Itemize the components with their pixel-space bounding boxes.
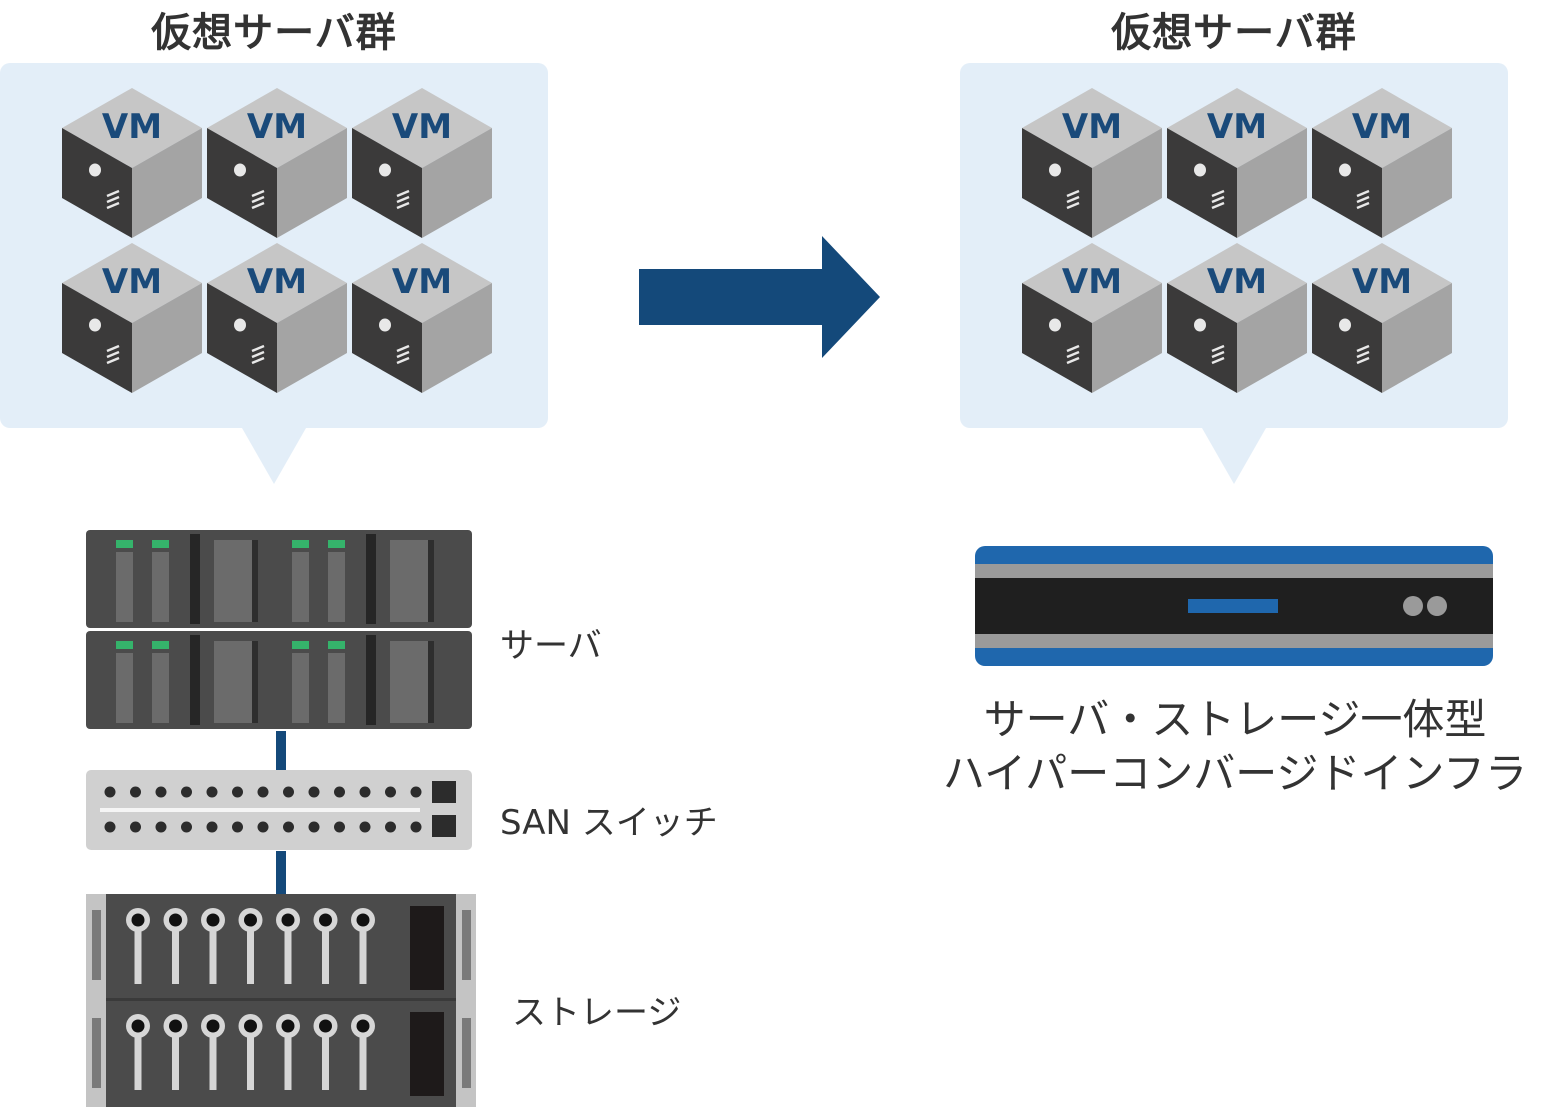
left-vm-label: VM xyxy=(392,262,452,302)
left-vm-label: VM xyxy=(247,107,307,147)
drive-handle xyxy=(163,908,188,984)
rack-server-icon xyxy=(86,530,472,729)
drive-handle xyxy=(238,1014,263,1090)
left-vm-label: VM xyxy=(102,107,162,147)
switch-port xyxy=(308,786,320,798)
switch-port xyxy=(181,821,192,833)
switch-port xyxy=(257,821,269,833)
server-switch-cable xyxy=(276,731,286,771)
drive-handle xyxy=(351,1014,375,1090)
left-vm-icon: VM xyxy=(352,88,492,238)
switch-port xyxy=(104,786,116,798)
left-vm-icon: VM xyxy=(207,88,347,238)
right-vm-label: VM xyxy=(1062,107,1122,147)
drive-handle xyxy=(126,908,150,984)
switch-port xyxy=(104,821,116,833)
right-vm-icon: VM xyxy=(1022,88,1162,238)
san-switch-icon xyxy=(86,770,472,850)
switch-port xyxy=(334,786,345,798)
switch-port xyxy=(206,821,218,833)
right-vm-label: VM xyxy=(1062,262,1122,302)
right-group-title: 仮想サーバ群 xyxy=(1111,10,1357,56)
left-vm-icon: VM xyxy=(207,243,347,393)
drive-handle xyxy=(201,1014,225,1090)
left-vm-icon: VM xyxy=(62,88,202,238)
right-vm-icon: VM xyxy=(1312,243,1452,393)
switch-label: SAN スイッチ xyxy=(500,803,718,843)
switch-port xyxy=(283,786,294,798)
left-bubble-tail xyxy=(242,428,306,484)
drive-handle xyxy=(313,1014,338,1090)
switch-port xyxy=(283,821,294,833)
hci-label-line2: ハイパーコンバージドインフラ xyxy=(942,749,1528,798)
switch-port xyxy=(130,821,141,833)
left-vm-label: VM xyxy=(247,262,307,302)
switch-port xyxy=(385,786,396,798)
switch-port xyxy=(206,786,218,798)
switch-port xyxy=(181,786,192,798)
left-vm-icon: VM xyxy=(62,243,202,393)
drive-handle xyxy=(201,908,225,984)
drive-handle xyxy=(238,908,263,984)
drive-handle xyxy=(276,908,300,984)
right-vm-icon: VM xyxy=(1312,88,1452,238)
right-vm-label: VM xyxy=(1352,262,1412,302)
switch-storage-cable xyxy=(276,851,286,896)
left-group-title: 仮想サーバ群 xyxy=(151,10,397,56)
right-arrow-icon xyxy=(639,236,880,358)
left-vm-icon: VM xyxy=(352,243,492,393)
switch-port xyxy=(232,786,243,798)
right-vm-label: VM xyxy=(1207,107,1267,147)
drive-handle xyxy=(276,1014,300,1090)
left-vm-label: VM xyxy=(102,262,162,302)
drive-handle xyxy=(163,1014,188,1090)
storage-array-icon xyxy=(86,894,476,1107)
right-vm-icon: VM xyxy=(1167,88,1307,238)
switch-port xyxy=(308,821,320,833)
switch-port xyxy=(232,821,243,833)
switch-port xyxy=(385,821,396,833)
right-vm-icon: VM xyxy=(1022,243,1162,393)
right-vm-label: VM xyxy=(1207,262,1267,302)
switch-port xyxy=(257,786,269,798)
server-label: サーバ xyxy=(500,626,602,666)
right-vm-label: VM xyxy=(1352,107,1412,147)
switch-port xyxy=(334,821,345,833)
switch-port xyxy=(410,821,422,833)
drive-handle xyxy=(126,1014,150,1090)
hyperconverged-appliance-icon xyxy=(975,546,1493,666)
switch-port xyxy=(155,821,167,833)
switch-port xyxy=(130,786,141,798)
switch-port xyxy=(410,786,422,798)
switch-port xyxy=(155,786,167,798)
switch-port xyxy=(359,821,371,833)
right-bubble-tail xyxy=(1202,428,1266,484)
drive-handle xyxy=(313,908,338,984)
drive-handle xyxy=(351,908,375,984)
switch-port xyxy=(359,786,371,798)
storage-label: ストレージ xyxy=(512,993,682,1033)
right-vm-icon: VM xyxy=(1167,243,1307,393)
left-vm-label: VM xyxy=(392,107,452,147)
hci-label-line1: サーバ・ストレージ一体型 xyxy=(983,695,1487,744)
